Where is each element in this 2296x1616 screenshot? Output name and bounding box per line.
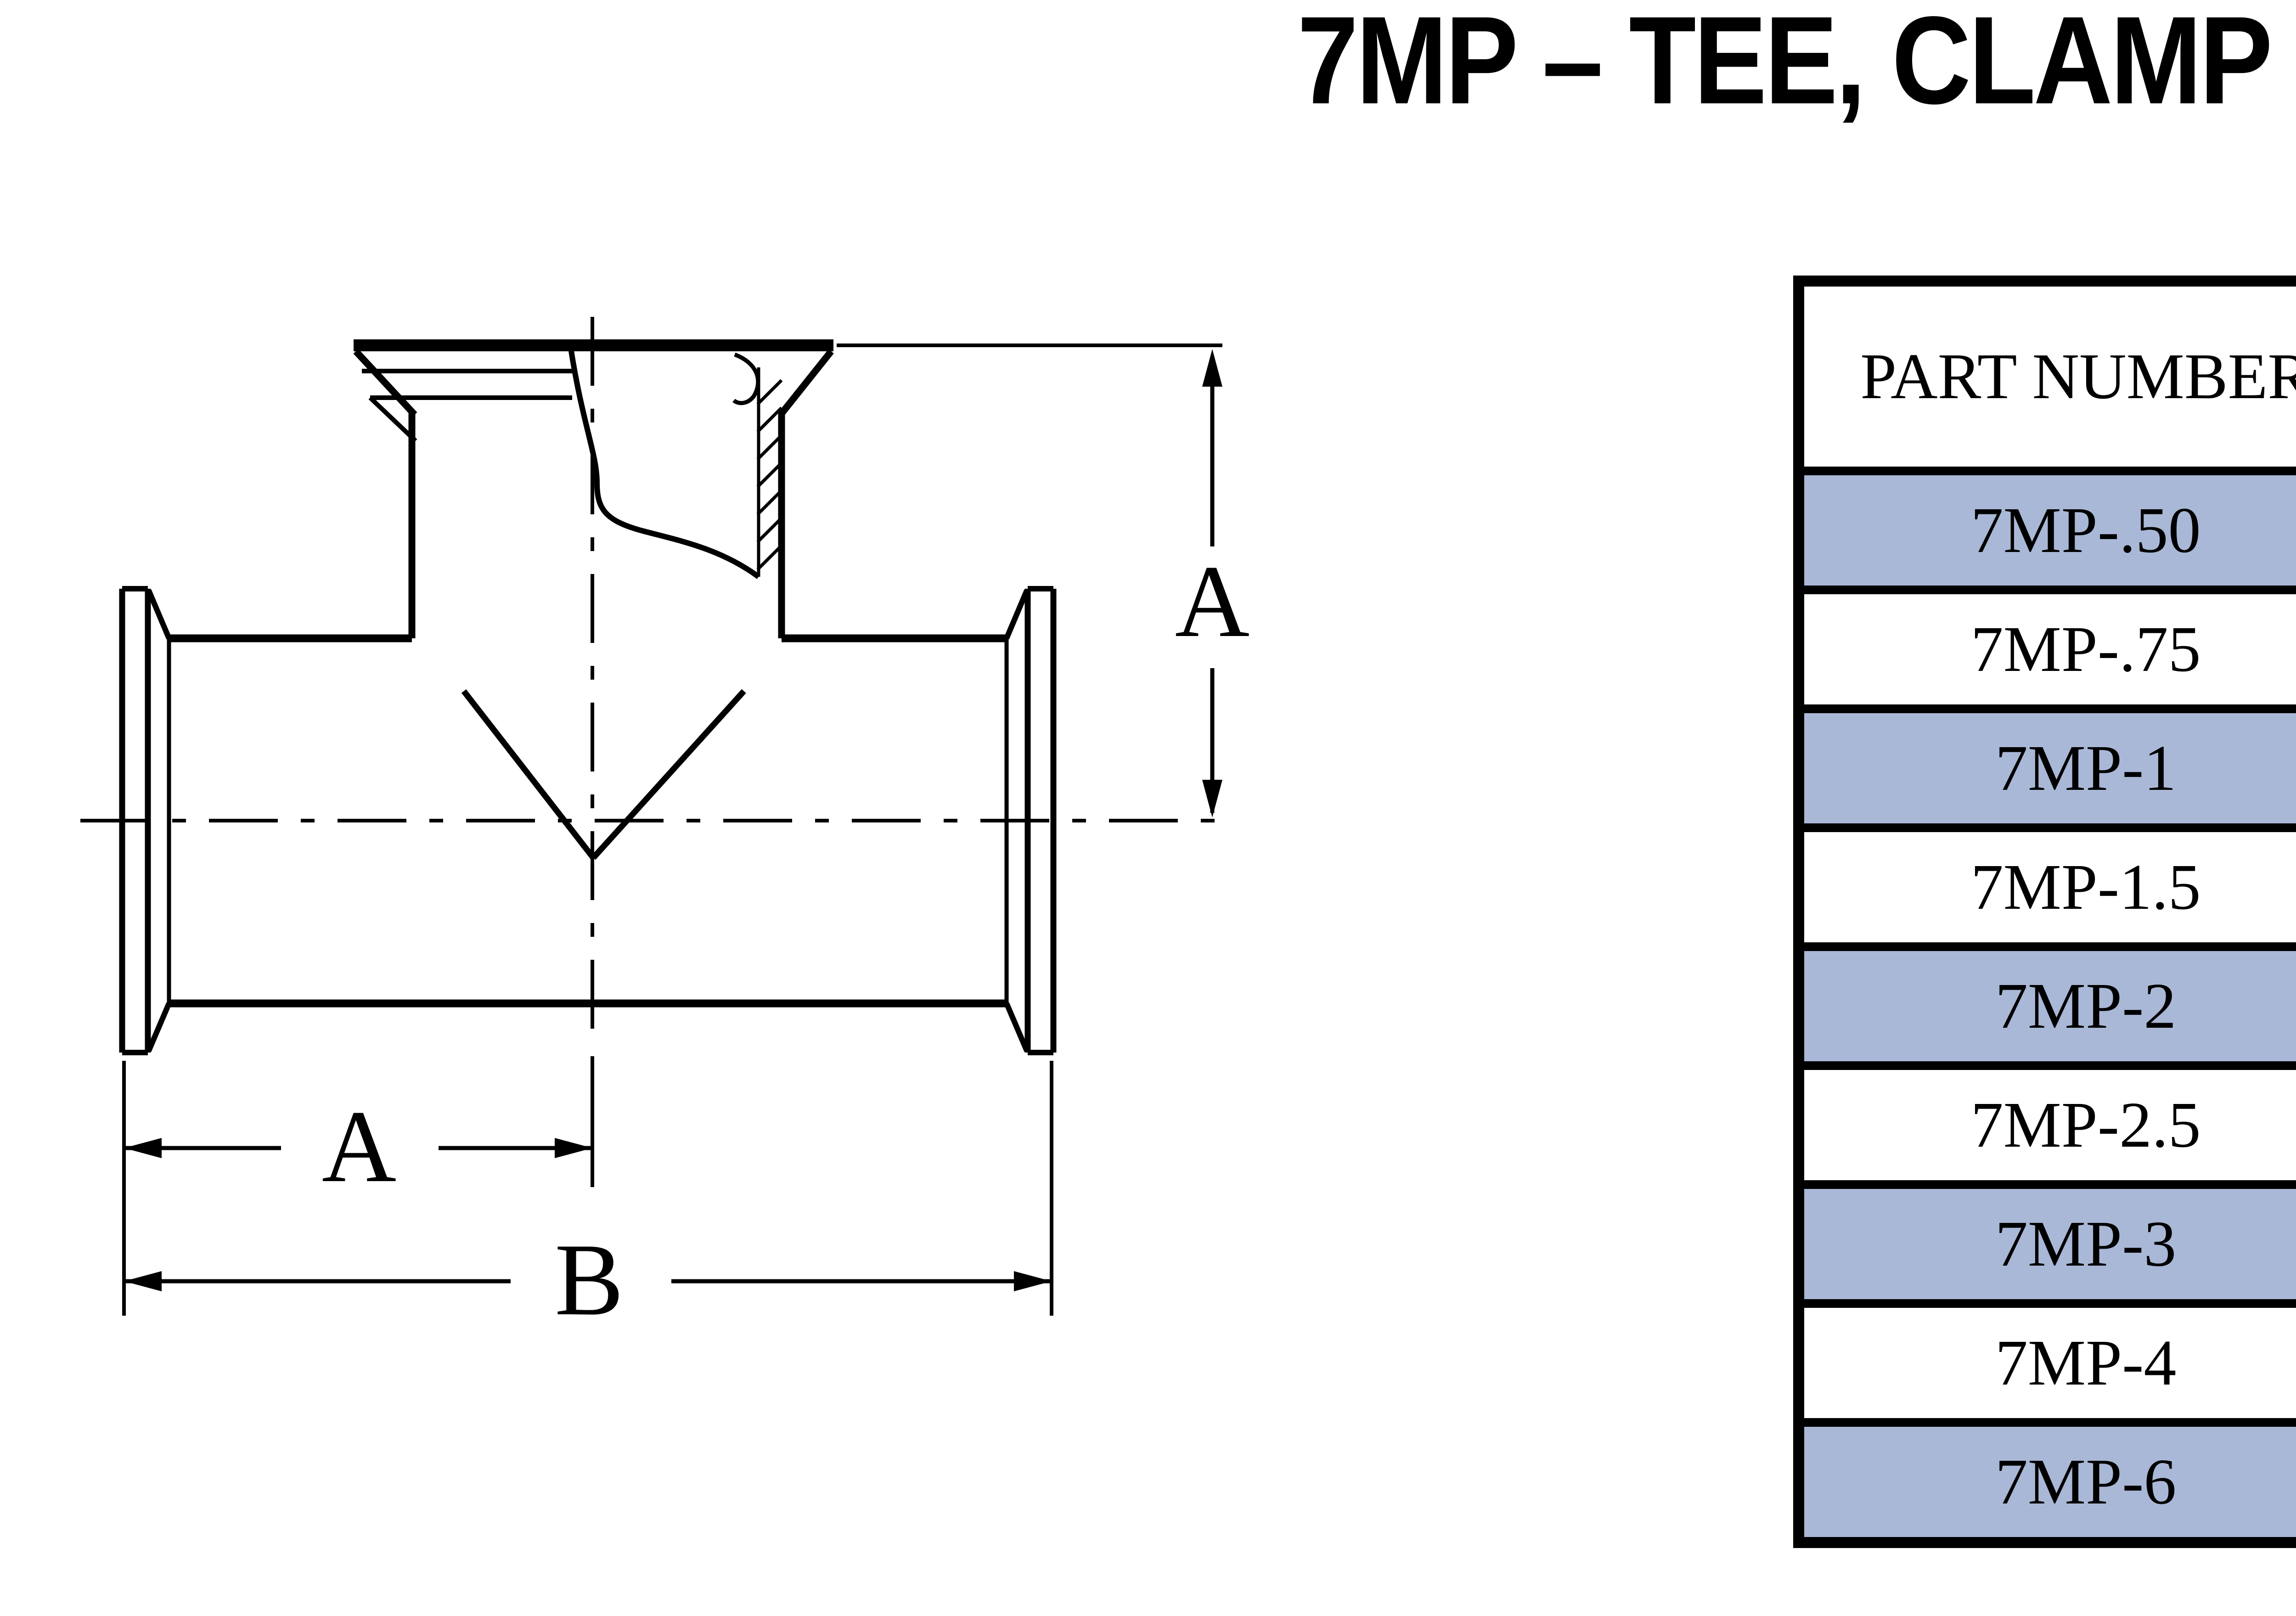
cell-part-number: 7MP-1 — [1795, 704, 2296, 832]
section-hatching — [756, 379, 783, 571]
cell-part-number: 7MP-.50 — [1795, 467, 2296, 594]
table-row: 7MP-6 6 6.375 12.750 — [1795, 1418, 2296, 1547]
table-row: 7MP-2 2 3.500 7.000 — [1795, 942, 2296, 1070]
spec-table-container: PART NUMBER SIZE (inches) A (inches) B (… — [1793, 276, 2296, 1548]
dimension-a-vertical: A — [837, 343, 1250, 817]
table-row: 7MP-.50 1/2 1.250 2.500 — [1795, 467, 2296, 594]
break-line — [568, 348, 760, 579]
cell-part-number: 7MP-2.5 — [1795, 1061, 2296, 1189]
table-row: 7MP-1 1 2.375 4.750 — [1795, 704, 2296, 832]
dim-a-horizontal-label: A — [322, 1089, 397, 1204]
dim-b-label: B — [555, 1222, 624, 1337]
cell-part-number: 7MP-.75 — [1795, 586, 2296, 713]
col-header-part-number: PART NUMBER — [1795, 276, 2296, 475]
tee-body — [169, 412, 1007, 1008]
cell-part-number: 7MP-4 — [1795, 1299, 2296, 1427]
spec-table: PART NUMBER SIZE (inches) A (inches) B (… — [1793, 276, 2296, 1548]
centerlines — [80, 317, 1222, 1042]
table-row: 7MP-3 3 3.750 7.500 — [1795, 1180, 2296, 1308]
cell-part-number: 7MP-2 — [1795, 942, 2296, 1070]
page-title: 7MP – TEE, CLAMP ENDS — [1297, 0, 2296, 130]
cell-part-number: 7MP-6 — [1795, 1418, 2296, 1547]
dim-a-vertical-label: A — [1175, 544, 1250, 659]
table-row: 7MP-1.5 1-1/2 2.750 5.500 — [1795, 823, 2296, 951]
groove-curl — [732, 352, 760, 405]
cell-part-number: 7MP-3 — [1795, 1180, 2296, 1308]
table-row: 7MP-.75 3/4 2.375 4.750 — [1795, 586, 2296, 713]
col-header-label: PART NUMBER — [1860, 340, 2296, 413]
table-row: 7MP-4 4 4.500 9.000 — [1795, 1299, 2296, 1427]
dimension-extension-lines — [122, 1056, 1053, 1316]
dimension-a-horizontal: A — [124, 1089, 592, 1204]
cell-part-number: 7MP-1.5 — [1795, 823, 2296, 951]
right-ferrule — [1004, 586, 1057, 1055]
dimension-b-horizontal: B — [124, 1222, 1052, 1337]
table-row: 7MP-2.5 2-1/2 3.500 7.000 — [1795, 1061, 2296, 1189]
left-ferrule — [119, 586, 172, 1055]
branch-ferrule — [353, 339, 834, 443]
table-header-row: PART NUMBER SIZE (inches) A (inches) B (… — [1795, 276, 2296, 475]
